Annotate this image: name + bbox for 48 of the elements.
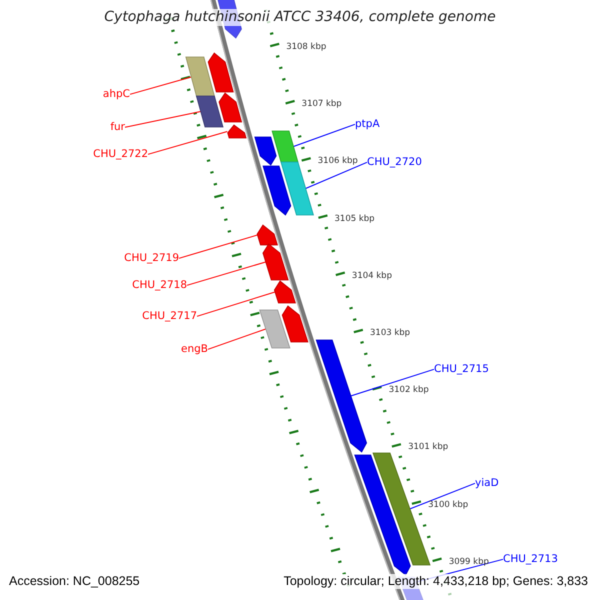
gene-box [259,310,290,348]
tick-label: 3101 kbp [408,442,448,453]
gene-label: engB [181,343,208,356]
gene-label: CHU_2717 [142,310,197,323]
gene-label: CHU_2715 [434,363,489,376]
gene-label: CHU_2719 [124,252,179,265]
leader-line [178,234,258,259]
gene-feature [256,224,278,246]
gene-label: ahpC [102,88,130,101]
gene-box [280,162,314,216]
gene-label: CHU_2718 [132,279,187,292]
leader-line [186,262,266,286]
tick-label: 3107 kbp [302,99,342,110]
gene-label: CHU_2722 [93,148,148,161]
gene-box [185,56,216,98]
gene-feature [274,280,296,304]
tick-label: 3103 kbp [370,328,410,338]
tick-label: 3102 kbp [388,385,429,396]
tick-label: 3106 kbp [318,156,358,167]
gene-feature [282,305,308,342]
leader-line [305,162,368,189]
leader-line [148,131,228,155]
gene-feature [208,52,234,92]
tick-label: 3104 kbp [352,270,392,281]
gene-feature [316,340,368,453]
leader-line [350,368,434,396]
gene-feature [354,454,411,576]
gene-box [196,96,224,128]
leader-line [130,76,192,95]
gene-box [272,130,298,162]
leader-line [208,328,266,350]
leader-line [196,292,276,317]
tick-label: 3108 kbp [286,42,326,52]
tick-label: 3105 kbp [334,214,375,224]
gene-feature [227,124,247,138]
gene-label: CHU_2713 [503,553,558,566]
gene-label: yiaD [475,477,499,490]
gene-feature [254,136,277,166]
leader-line [409,482,476,510]
tick-label: 3100 kbp [428,500,468,510]
gene-label: fur [110,121,125,134]
tick-label: 3099 kbp [448,556,489,567]
gene-label: ptpA [355,118,380,131]
accession-text: Accession: NC_008255 [9,574,140,589]
gene-label: CHU_2720 [367,156,422,169]
leader-line [124,111,202,128]
genome-summary: Topology: circular; Length: 4,433,218 bp; Genes: 3,833 [282,574,590,589]
leader-line [293,124,356,147]
